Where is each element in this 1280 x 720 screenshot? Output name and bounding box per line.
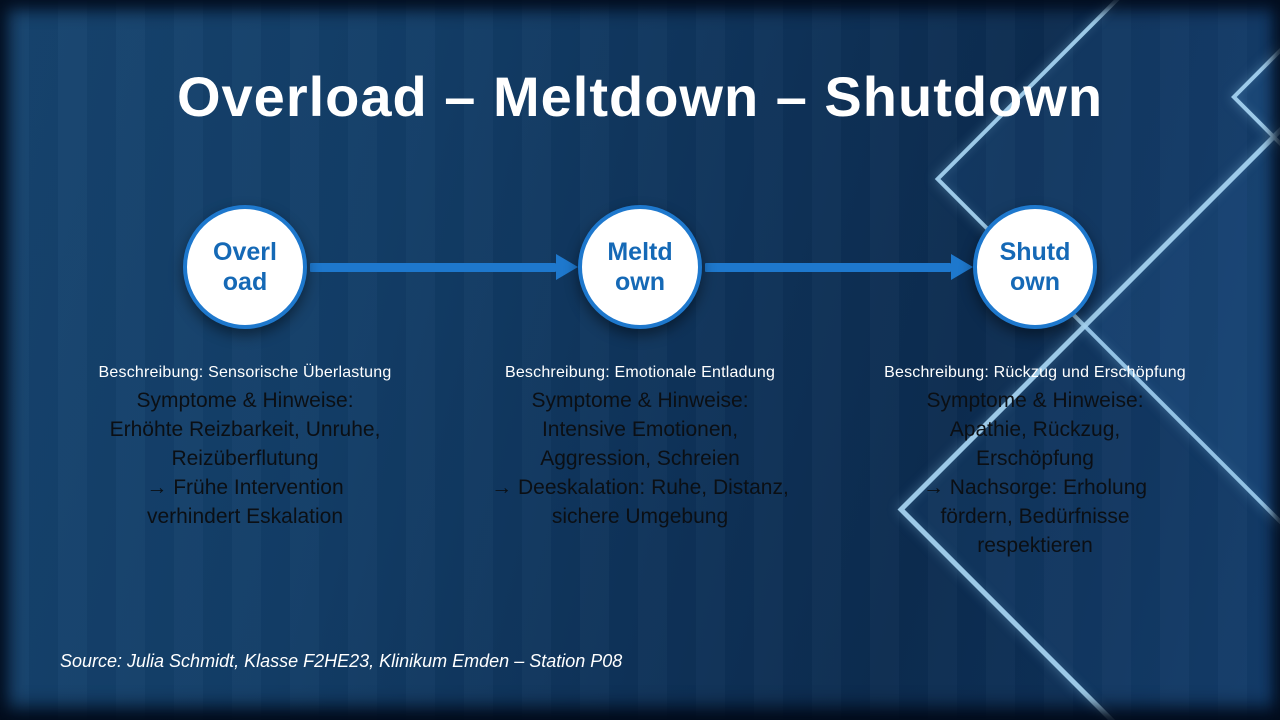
stage-description: Beschreibung: Emotionale Entladung <box>504 364 776 381</box>
stage-details: Symptome & Hinweise: Intensive Emotionen… <box>491 389 789 528</box>
stage-circle-label: own <box>1010 268 1060 296</box>
stage-text-shutdown: Beschreibung: Rückzug und Erschöpfung Sy… <box>845 364 1225 560</box>
stage-text-overload: Beschreibung: Sensorische Überlastung Sy… <box>55 364 435 531</box>
stage-text-meltdown: Beschreibung: Emotionale Entladung Sympt… <box>450 364 830 531</box>
stage-circle-label: Meltd <box>607 238 673 266</box>
stage-details: Symptome & Hinweise: Apathie, Rückzug, E… <box>922 389 1148 557</box>
stage-circle-meltdown: Meltd own <box>578 205 702 329</box>
flow-arrow-line <box>310 263 556 272</box>
stage-circle-label: Shutd <box>999 238 1071 266</box>
source-attribution: Source: Julia Schmidt, Klasse F2HE23, Kl… <box>60 651 623 671</box>
stage-description: Beschreibung: Rückzug und Erschöpfung <box>884 364 1186 381</box>
slide-title: Overload – Meltdown – Shutdown <box>176 65 1104 128</box>
stage-details: Symptome & Hinweise: Erhöhte Reizbarkeit… <box>109 389 381 528</box>
flow-arrow-line <box>705 263 951 272</box>
flow-arrow-head-icon <box>556 254 578 280</box>
stage-circle-shutdown: Shutd own <box>973 205 1097 329</box>
stage-description: Beschreibung: Sensorische Überlastung <box>98 364 392 381</box>
stage-circle-overload: Overl oad <box>183 205 307 329</box>
stage-circle-label: oad <box>222 268 268 296</box>
stage-circle-label: own <box>615 268 665 296</box>
stage-circle-label: Overl <box>213 238 277 266</box>
flow-arrow-head-icon <box>951 254 973 280</box>
